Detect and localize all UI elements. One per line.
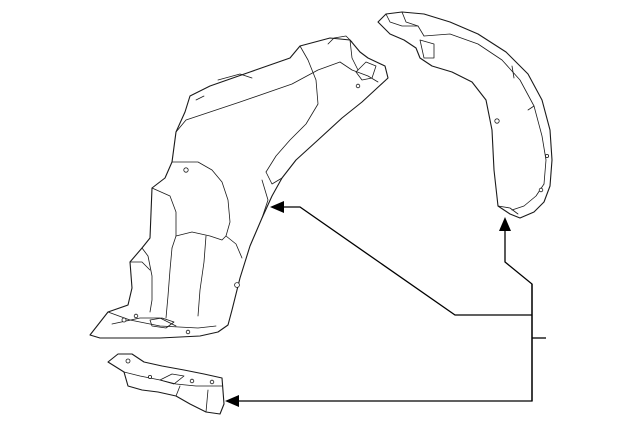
leader-line-main (283, 206, 532, 316)
arrowhead-rear (499, 217, 511, 231)
leader-line-bracket (236, 398, 533, 402)
fender-liner-main (89, 35, 389, 339)
leader-line-rear (504, 230, 533, 398)
callout-leaders (225, 201, 546, 407)
arrowhead-main (270, 201, 284, 213)
fender-liner-rear-section (377, 11, 553, 219)
liner-bracket (107, 353, 225, 415)
arrowhead-bracket (225, 395, 239, 407)
